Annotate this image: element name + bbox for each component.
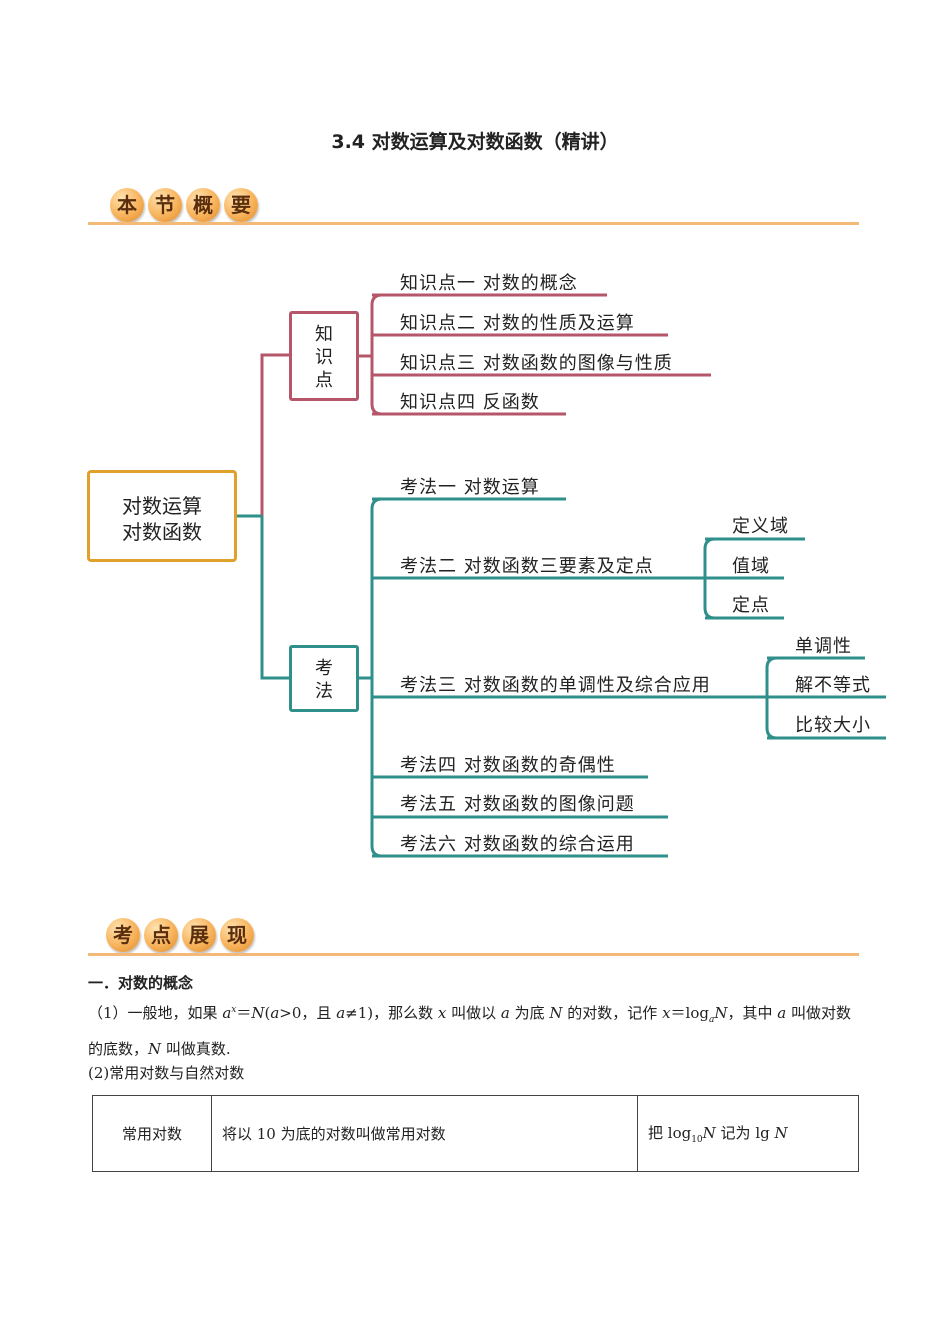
log-table: 常用对数 将以 10 为底的对数叫做常用对数 把 log10N 记为 lg N	[92, 1095, 859, 1172]
table-cell: 将以 10 为底的对数叫做常用对数	[211, 1095, 638, 1172]
paragraph-definition: （1）一般地，如果 ax＝N(a>0，且 a≠1)，那么数 x 叫做以 a 为底…	[88, 1004, 851, 1058]
knowledge-item: 知识点三 对数函数的图像与性质	[400, 353, 673, 374]
banner-char: 概	[186, 188, 220, 222]
table-cell: 常用对数	[92, 1095, 212, 1172]
method2-sub-item: 定义域	[732, 516, 789, 537]
table-row: 常用对数 将以 10 为底的对数叫做常用对数 把 log10N 记为 lg N	[92, 1095, 859, 1172]
method-item: 考法二 对数函数三要素及定点	[400, 556, 654, 577]
group-methods: 考法	[289, 645, 359, 712]
method3-sub-item: 单调性	[795, 636, 852, 657]
group-methods-label: 考法	[315, 658, 333, 702]
banner-char: 点	[144, 918, 178, 952]
mindmap-root: 对数运算 对数函数	[87, 470, 237, 562]
root-line-1: 对数运算	[122, 494, 202, 518]
knowledge-item: 知识点二 对数的性质及运算	[400, 313, 635, 334]
method-item: 考法四 对数函数的奇偶性	[400, 755, 616, 776]
banner-char: 考	[106, 918, 140, 952]
banner-char: 要	[224, 188, 258, 222]
page-title: 3.4 对数运算及对数函数（精讲）	[331, 131, 619, 153]
method3-sub-item: 比较大小	[795, 715, 871, 736]
method2-sub-item: 值域	[732, 556, 770, 577]
banner-char: 本	[110, 188, 144, 222]
knowledge-item: 知识点一 对数的概念	[400, 273, 578, 294]
method2-sub-item: 定点	[732, 595, 770, 616]
banner-divider	[88, 953, 859, 956]
banner-char: 现	[220, 918, 254, 952]
banner-char: 节	[148, 188, 182, 222]
banner-char: 展	[182, 918, 216, 952]
root-line-2: 对数函数	[122, 520, 202, 544]
table-cell: 把 log10N 记为 lg N	[637, 1095, 859, 1172]
method-item: 考法六 对数函数的综合运用	[400, 834, 635, 855]
method3-sub-item: 解不等式	[795, 675, 871, 696]
mindmap-connectors	[237, 293, 886, 858]
method-item: 考法三 对数函数的单调性及综合应用	[400, 675, 711, 696]
knowledge-item: 知识点四 反函数	[400, 392, 540, 413]
method-item: 考法一 对数运算	[400, 477, 540, 498]
method-item: 考法五 对数函数的图像问题	[400, 794, 635, 815]
group-knowledge: 知识点	[289, 311, 359, 401]
banner-divider	[88, 222, 859, 225]
section-heading: 一．对数的概念	[88, 974, 194, 992]
group-knowledge-label: 知识点	[315, 324, 333, 391]
paragraph-subheading: (2)常用对数与自然对数	[88, 1064, 245, 1082]
